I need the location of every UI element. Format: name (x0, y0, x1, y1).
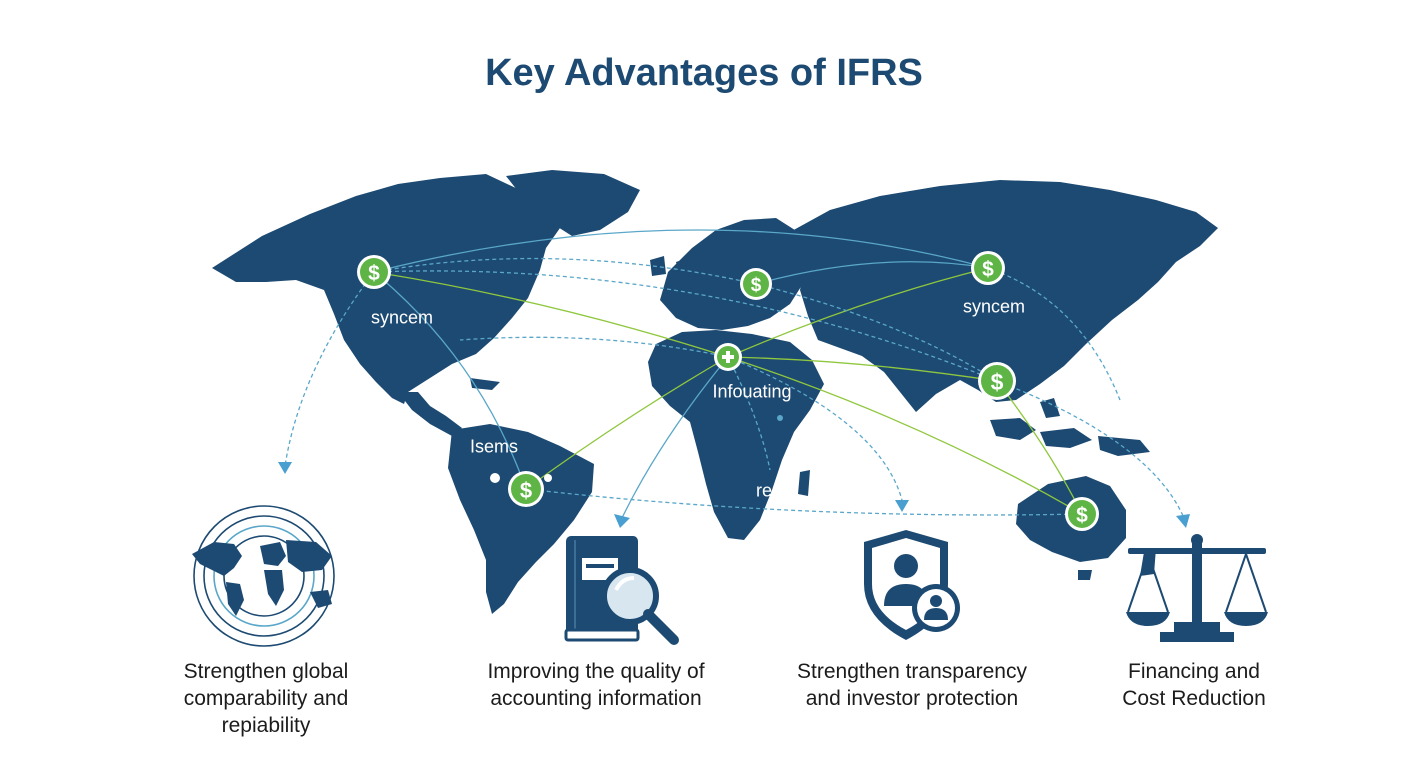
greenland (506, 170, 640, 236)
map-label-north-america: syncem (370, 307, 434, 328)
svg-text:$: $ (520, 478, 532, 503)
svg-text:$: $ (751, 275, 762, 296)
dollar-marker-south-america: $ (508, 471, 544, 507)
svg-text:$: $ (991, 369, 1004, 395)
dollar-marker-asia: $ (971, 251, 1005, 285)
dollar-marker-australia: $ (1065, 497, 1099, 531)
shield-person-icon (864, 530, 960, 640)
map-label-africa: Infouating (712, 381, 792, 402)
book-magnifier-icon (564, 536, 679, 645)
map-label-south-africa: rear (755, 480, 789, 501)
balance-scale-icon (1126, 534, 1268, 642)
advantage-caption-2: Improving the quality of accounting info… (487, 658, 704, 712)
arrowheads (278, 462, 1190, 528)
arrowhead (1176, 514, 1190, 528)
connection-lines (284, 229, 1185, 519)
arrowhead (278, 462, 292, 474)
caption-line: repiability (221, 714, 311, 737)
caption-line: comparability and (183, 687, 349, 710)
dollar-marker-europe: $ (740, 268, 772, 300)
south-america (448, 424, 594, 614)
caption-line: Improving the quality of (487, 660, 705, 683)
svg-text:$: $ (1076, 504, 1088, 527)
caption-line: and investor protection (805, 687, 1019, 710)
map-dots (490, 415, 783, 537)
arrowhead (614, 514, 630, 528)
page-title: Key Advantages of IFRS (485, 52, 923, 94)
africa (648, 330, 824, 540)
globe-rings-icon (192, 505, 335, 647)
advantage-caption-4: Financing and Cost Reduction (1122, 658, 1266, 712)
map-label-south-america: Isems (469, 436, 519, 457)
caption-line: Strengthen transparency (797, 660, 1027, 683)
central-america (398, 392, 462, 436)
asia (790, 180, 1218, 412)
europe (660, 218, 812, 330)
advantage-caption-1: Strengthen global comparability and repi… (184, 658, 349, 739)
caption-line: accounting information (490, 687, 702, 710)
arrowhead (895, 500, 909, 512)
advantage-caption-3: Strengthen transparency and investor pro… (797, 658, 1027, 712)
dollar-marker-north-america: $ (357, 255, 391, 289)
plus-marker-africa (714, 343, 742, 371)
dollar-marker-southeast-asia: $ (978, 362, 1016, 400)
north-america (212, 174, 560, 404)
caption-line: Cost Reduction (1122, 687, 1266, 710)
svg-text:$: $ (982, 258, 994, 281)
map-label-asia: syncem (962, 296, 1026, 317)
dollar-markers: $ $ $ $ $ $ (357, 251, 1099, 531)
continents (212, 170, 1218, 614)
caption-line: Strengthen global (183, 660, 349, 683)
svg-text:$: $ (368, 262, 380, 285)
caption-line: Financing and (1128, 660, 1260, 683)
